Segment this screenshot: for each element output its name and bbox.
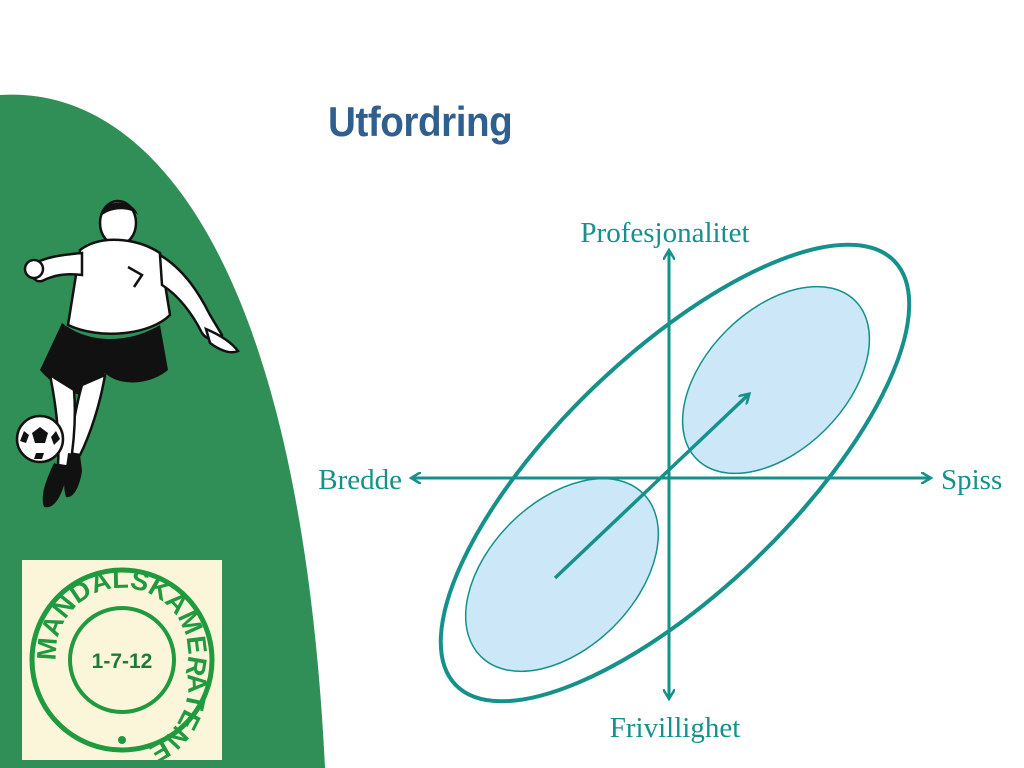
logo-center-text: 1-7-12	[92, 650, 153, 673]
diagonal-arrow	[553, 395, 748, 580]
axis-label-top: Profesjonalitet	[580, 217, 749, 249]
axis-label-right: Spiss	[941, 464, 1002, 496]
axis-label-bottom: Frivillighet	[610, 712, 741, 744]
axis-label-left: Bredde	[318, 464, 402, 496]
outer-ellipse	[438, 242, 912, 704]
slide-title: Utfordring	[328, 98, 513, 145]
club-logo: MANDALSKAMERATENE 1-7-12	[22, 560, 222, 760]
upper-inner-ellipse	[681, 285, 871, 475]
soccer-player-icon	[15, 199, 240, 508]
